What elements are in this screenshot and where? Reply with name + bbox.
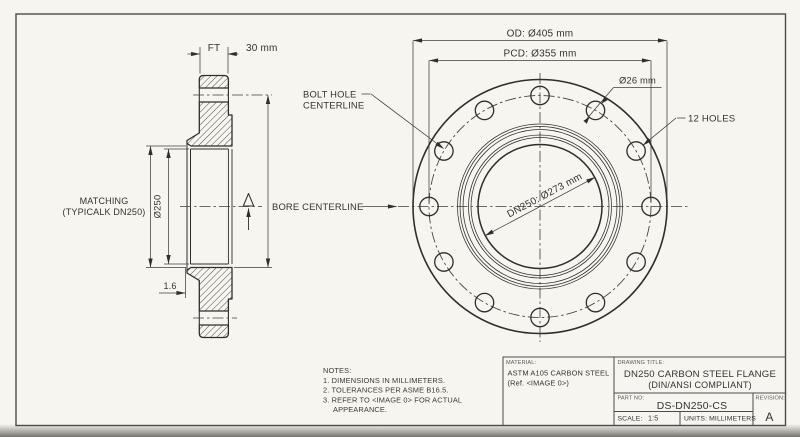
scale-label: SCALE: <box>618 416 643 423</box>
revision-value: A <box>765 410 773 424</box>
title-block: MATERIAL: ASTM A105 CARBON STEEL (Ref. <… <box>502 356 786 426</box>
bolt-hole <box>626 252 646 272</box>
finish-label: 1.6 <box>163 281 176 291</box>
bolt-hole <box>474 100 495 121</box>
section-lower-ring <box>186 266 233 312</box>
bore-diameter-label: Ø250 <box>152 195 163 219</box>
ft-label: FT <box>208 43 221 54</box>
thickness-label: 30 mm <box>246 43 278 54</box>
revision-label: REVISION: <box>756 396 786 402</box>
bolt-hole <box>434 252 454 272</box>
bolt-holes <box>419 85 661 328</box>
drawing-title-line1: DN250 CARBON STEEL FLANGE <box>624 369 776 380</box>
raised-face-rings <box>457 123 623 290</box>
section-view: FT 30 mm Ø250 MATCHING (TYPICALK DN250) … <box>63 43 444 339</box>
bolt-hole <box>585 292 606 313</box>
note-line: 2. TOLERANCES PER ASME B16.5. <box>323 386 449 395</box>
bolt-circle <box>428 95 652 318</box>
part-no-label: PART NO: <box>618 396 645 402</box>
hole-diameter-callout <box>583 87 662 124</box>
units-value: UNITS: MILLIMETERS <box>684 416 756 423</box>
matching-label-line2: (TYPICALK DN250) <box>63 207 146 217</box>
section-upper-ring <box>186 101 233 147</box>
hole-count-callout <box>642 117 686 146</box>
note-line: 3. REFER TO <IMAGE 0> FOR ACTUAL <box>323 395 462 404</box>
pcd-label: PCD: Ø355 mm <box>504 49 577 60</box>
bolt-hole <box>474 292 495 313</box>
ft-dimension <box>187 47 239 74</box>
bolt-hole <box>585 100 606 121</box>
notes-heading: NOTES: <box>323 366 351 375</box>
bolt-hole <box>434 141 454 161</box>
hole-diameter-label: Ø26 mm <box>619 75 656 86</box>
section-flange-top-band <box>198 74 230 89</box>
datum-symbol <box>242 193 255 230</box>
od-label: OD: Ø405 mm <box>507 29 574 40</box>
material-value-line1: ASTM A105 CARBON STEEL <box>508 369 610 378</box>
bore-dimension-line <box>484 177 596 236</box>
material-label: MATERIAL: <box>506 360 536 366</box>
bolt-hole <box>626 141 646 161</box>
bore-diameter-dimension <box>146 145 189 268</box>
reference-dimension <box>234 94 272 268</box>
notes: NOTES: 1. DIMENSIONS IN MILLIMETERS. 2. … <box>323 366 462 414</box>
drawing-title-line2: (DIN/ANSI COMPLIANT) <box>648 380 752 390</box>
bolt-hole <box>530 85 550 106</box>
part-no-value: DS-DN250-CS <box>657 401 727 412</box>
bolt-hole <box>530 307 550 328</box>
od-dimension <box>412 38 668 199</box>
finish-callout <box>159 267 186 298</box>
note-line: 1. DIMENSIONS IN MILLIMETERS. <box>323 376 445 385</box>
bore-centerline-label: BORE CENTERLINE <box>272 201 363 212</box>
scale-value: 1:5 <box>648 414 658 423</box>
drawing-title-label: DRAWING TITLE: <box>618 360 665 366</box>
matching-label-line1: MATCHING <box>80 196 129 206</box>
note-line: APPEARANCE. <box>333 405 387 414</box>
pcd-dimension <box>428 58 652 202</box>
bottom-shadow <box>0 424 800 437</box>
outer-circle <box>412 78 668 335</box>
bolt-hole-centerline-label-line2: CENTERLINE <box>303 100 364 111</box>
hole-count-label: 12 HOLES <box>688 114 735 125</box>
material-value-line2: (Ref. <IMAGE 0>) <box>508 379 570 388</box>
bolt-hole-centerline-label-line1: BOLT HOLE <box>303 89 356 100</box>
section-flange-bottom-band <box>198 324 230 339</box>
bore-circle <box>477 143 603 270</box>
